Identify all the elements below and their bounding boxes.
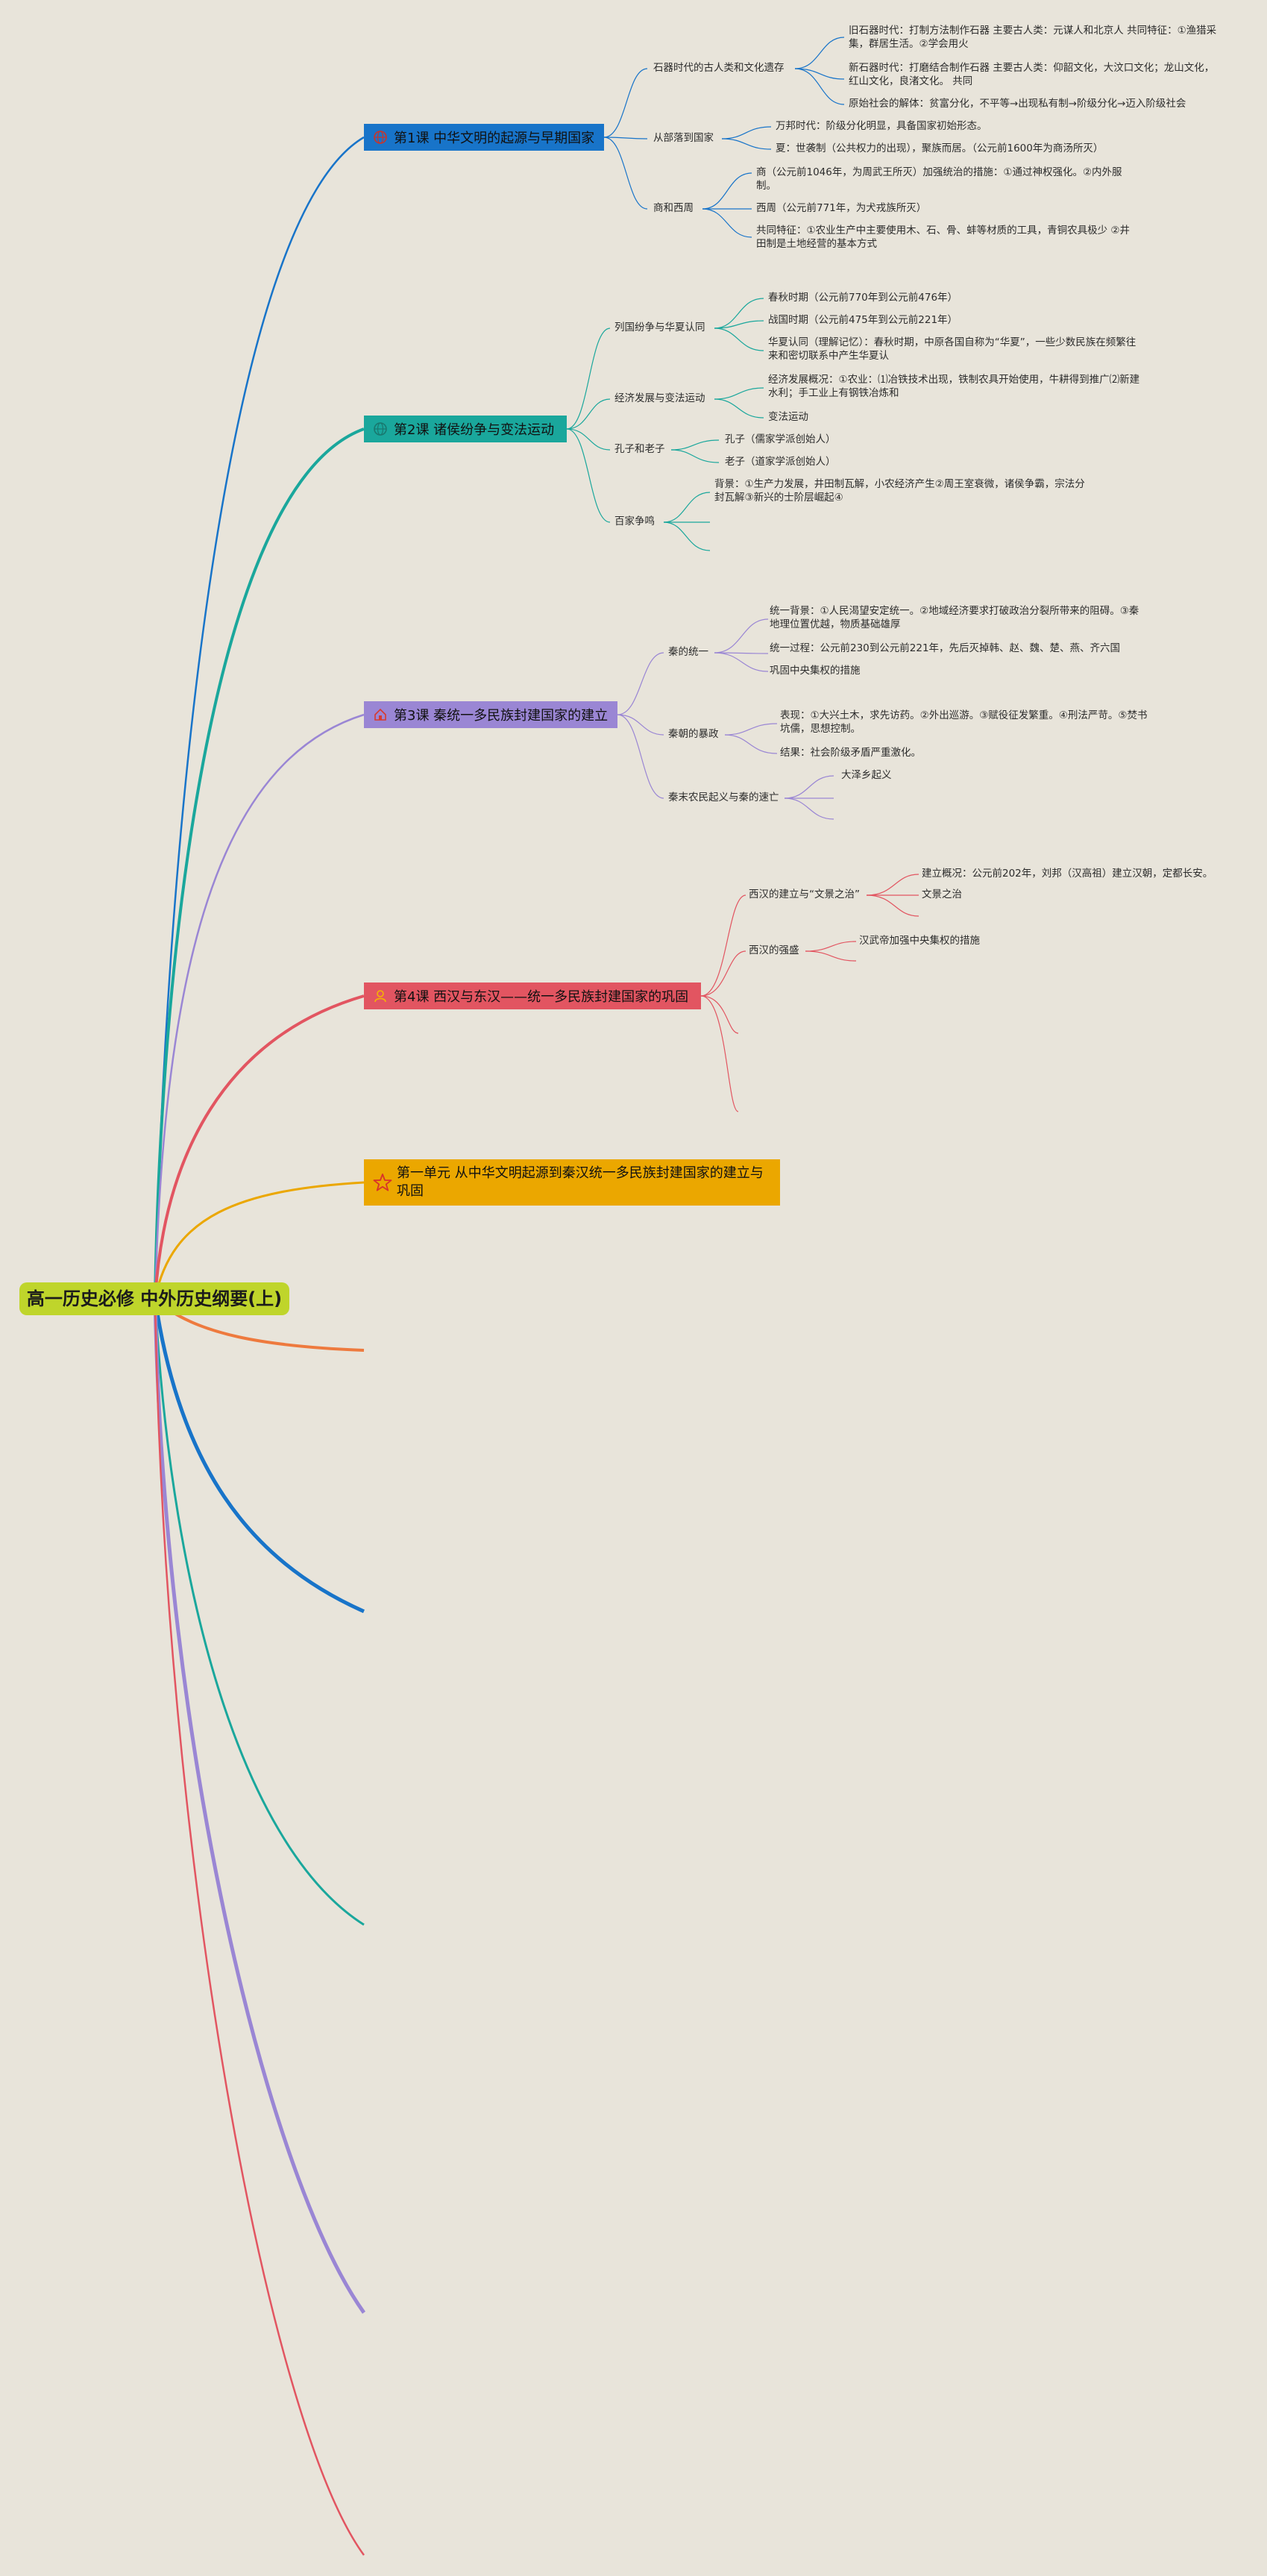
lesson1-topic-1[interactable]: 石器时代的古人类和文化遗存 — [653, 62, 785, 74]
lesson4-title: 第4课 西汉与东汉——统一多民族封建国家的巩固 — [394, 989, 689, 1005]
lesson1-connectors — [603, 37, 845, 238]
branch-lesson2 — [154, 427, 365, 1300]
lesson3-topic-1-item-1[interactable]: 统一背景：①人民渴望安定统一。②地域经济要求打破政治分裂所带来的阻碍。③秦地理位… — [770, 605, 1139, 630]
lesson1-title: 第1课 中华文明的起源与早期国家 — [394, 131, 595, 146]
lesson3-node[interactable]: 第3课 秦统一多民族封建国家的建立 — [364, 701, 617, 728]
lesson3-topic-3-item-1[interactable]: 大泽乡起义 — [841, 769, 892, 781]
lesson4-node[interactable]: 第4课 西汉与东汉——统一多民族封建国家的巩固 — [364, 983, 701, 1009]
lesson2-topic-2-item-2[interactable]: 变法运动 — [768, 411, 808, 423]
lesson1-topic-3-item-1[interactable]: 商（公元前1046年，为周武王所灭）加强统治的措施：①通过神权强化。②内外服制。 — [756, 166, 1122, 192]
branch-collapsed-4 — [153, 1298, 366, 2314]
lesson2-topic-2[interactable]: 经济发展与变法运动 — [614, 392, 705, 404]
lesson3-topic-3[interactable]: 秦末农民起义与秦的速亡 — [668, 792, 779, 803]
lesson2-topic-3-item-2[interactable]: 老子（道家学派创始人） — [725, 456, 836, 468]
lesson4-connectors — [700, 874, 919, 1112]
lesson1-topic-3-item-2[interactable]: 西周（公元前771年，为犬戎族所灭） — [756, 202, 927, 214]
lesson1-topic-1-item-3[interactable]: 原始社会的解体：贫富分化，不平等→出现私有制→阶级分化→迈入阶级社会 — [849, 98, 1186, 110]
lesson3-topic-1[interactable]: 秦的统一 — [668, 646, 708, 658]
globe-icon — [373, 130, 388, 145]
lesson2-topic-3[interactable]: 孔子和老子 — [614, 443, 665, 455]
lesson1-node[interactable]: 第1课 中华文明的起源与早期国家 — [364, 124, 604, 151]
branch-collapsed-2 — [153, 1298, 365, 1614]
lesson4-topic-1-item-2[interactable]: 文景之治 — [922, 889, 962, 900]
branch-unit — [154, 1181, 365, 1300]
branch-collapsed-3 — [154, 1298, 365, 1926]
lesson3-title: 第3课 秦统一多民族封建国家的建立 — [394, 708, 609, 724]
lesson1-topic-1-item-1[interactable]: 旧石器时代：打制方法制作石器 主要古人类：元谋人和北京人 共同特征：①渔猎采集，… — [849, 25, 1217, 50]
lesson2-title: 第2课 诸侯纷争与变法运动 — [394, 422, 555, 438]
lesson1-topic-1-item-2[interactable]: 新石器时代：打磨结合制作石器 主要古人类：仰韶文化，大汶口文化；龙山文化，红山文… — [849, 62, 1215, 87]
lesson1-topic-2-item-2[interactable]: 夏：世袭制（公共权力的出现），聚族而居。（公元前1600年为商汤所灭） — [776, 142, 1104, 154]
person-icon — [373, 988, 388, 1003]
lesson1-topic-3[interactable]: 商和西周 — [653, 202, 694, 214]
branch-collapsed-5 — [154, 1298, 365, 2556]
lesson1-topic-2[interactable]: 从部落到国家 — [653, 132, 714, 144]
unit-title: 第一单元 从中华文明起源到秦汉统一多民族封建国家的建立与巩固 — [397, 1165, 764, 1199]
lesson4-topic-1-item-1[interactable]: 建立概况：公元前202年，刘邦（汉高祖）建立汉朝，定都长安。 — [922, 868, 1213, 880]
lesson3-topic-1-item-2[interactable]: 统一过程：公元前230到公元前221年，先后灭掉韩、赵、魏、楚、燕、齐六国 — [770, 642, 1121, 654]
lesson2-topic-4-item-1[interactable]: 背景：①生产力发展，井田制瓦解，小农经济产生②周王室衰微，诸侯争霸，宗法分封瓦解… — [714, 478, 1085, 504]
lesson2-topic-1-item-2[interactable]: 战国时期（公元前475年到公元前221年） — [768, 314, 958, 326]
lesson2-topic-4[interactable]: 百家争鸣 — [614, 515, 655, 527]
lesson2-topic-1[interactable]: 列国纷争与华夏认同 — [614, 322, 705, 333]
branch-lesson4 — [154, 994, 365, 1300]
lesson4-topic-2[interactable]: 西汉的强盛 — [749, 944, 799, 956]
home-icon — [373, 707, 388, 722]
star-icon — [373, 1173, 392, 1192]
lesson3-connectors — [617, 618, 834, 820]
lesson3-topic-1-item-3[interactable]: 巩固中央集权的措施 — [770, 665, 861, 677]
lesson2-node[interactable]: 第2课 诸侯纷争与变法运动 — [364, 416, 567, 442]
root-branches — [153, 136, 366, 2556]
lesson3-topic-2-item-2[interactable]: 结果：社会阶级矛盾严重激化。 — [780, 747, 921, 759]
lesson3-topic-2-item-1[interactable]: 表现：①大兴土木，求先访药。②外出巡游。③赋役征发繁重。④刑法严苛。⑤焚书坑儒，… — [780, 709, 1148, 735]
lesson3-topic-2[interactable]: 秦朝的暴政 — [668, 728, 719, 740]
branch-lesson1 — [154, 136, 365, 1300]
root-topic[interactable]: 高一历史必修 中外历史纲要(上) — [19, 1282, 289, 1315]
lesson2-topic-3-item-1[interactable]: 孔子（儒家学派创始人） — [725, 433, 836, 445]
unit-node[interactable]: 第一单元 从中华文明起源到秦汉统一多民族封建国家的建立与巩固 — [364, 1159, 780, 1206]
lesson4-topic-2-item-1[interactable]: 汉武帝加强中央集权的措施 — [859, 935, 980, 947]
lesson2-topic-1-item-3[interactable]: 华夏认同（理解记忆）：春秋时期，中原各国自称为“华夏”，一些少数民族在频繁往来和… — [768, 336, 1136, 362]
globe-icon — [373, 422, 388, 436]
lesson2-topic-1-item-1[interactable]: 春秋时期（公元前770年到公元前476年） — [768, 292, 958, 304]
lesson2-connectors — [566, 298, 764, 551]
lesson4-topic-1[interactable]: 西汉的建立与“文景之治” — [749, 889, 860, 900]
lesson1-topic-2-item-1[interactable]: 万邦时代：阶级分化明显，具备国家初始形态。 — [776, 120, 987, 132]
lesson1-topic-3-item-3[interactable]: 共同特征：①农业生产中主要使用木、石、骨、蚌等材质的工具，青铜农具极少 ②井田制… — [756, 225, 1130, 250]
lesson2-topic-2-item-1[interactable]: 经济发展概况：①农业：⑴冶铁技术出现，铁制农具开始使用，牛耕得到推广⑵新建水利；… — [768, 374, 1140, 399]
branch-lesson3 — [154, 713, 365, 1300]
